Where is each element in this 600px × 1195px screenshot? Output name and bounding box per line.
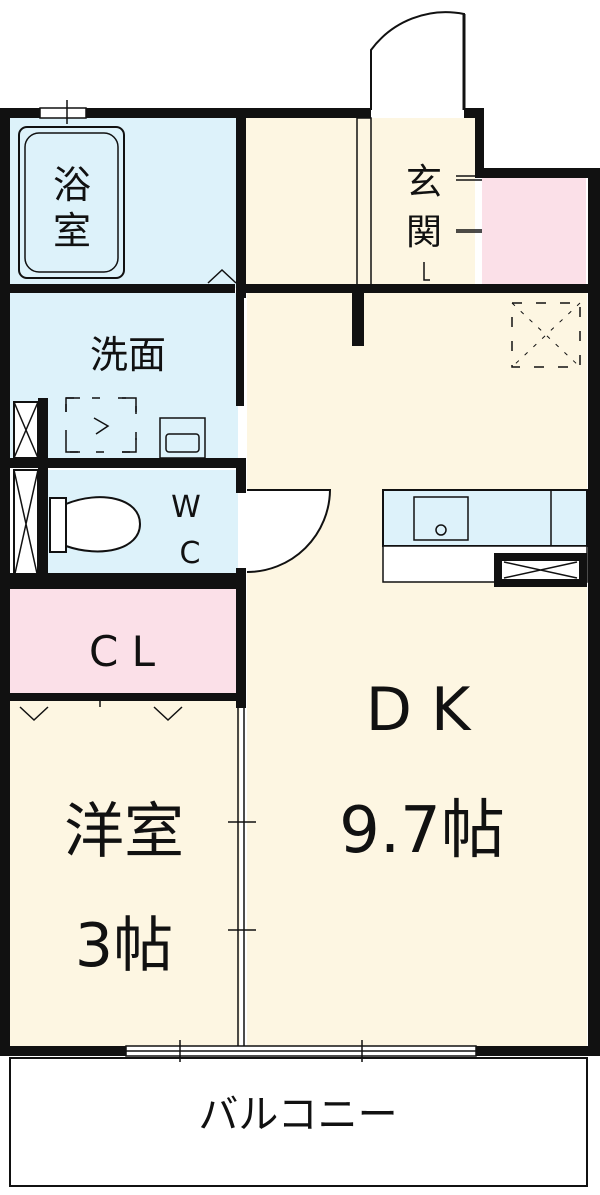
entrance-label-line2: 関 bbox=[406, 212, 442, 253]
pipe-space-1-x bbox=[13, 401, 39, 459]
bath-label-line1: 浴 bbox=[53, 163, 91, 207]
ceiling-vent-x bbox=[511, 302, 581, 368]
wc-door-swing bbox=[246, 489, 332, 573]
sink-drain bbox=[435, 524, 447, 536]
closet-label: C L bbox=[89, 627, 156, 676]
wash-door-fold bbox=[207, 268, 237, 284]
closet-area bbox=[10, 589, 238, 693]
wc-label-line1: W bbox=[171, 490, 201, 525]
walls bbox=[0, 108, 600, 1056]
pipe-space-2-x bbox=[13, 469, 39, 579]
entrance-label-line1: 玄 bbox=[406, 162, 442, 203]
wash-basin-bowl bbox=[165, 433, 200, 453]
dk-label-line2: 9.7帖 bbox=[339, 794, 505, 868]
dk-area bbox=[247, 293, 587, 1048]
entrance-door-swing bbox=[370, 11, 465, 110]
toilet-bowl bbox=[65, 496, 142, 553]
western-sliding-door bbox=[228, 700, 256, 1046]
kitchen-counter bbox=[382, 489, 588, 547]
washing-machine-corners bbox=[65, 397, 137, 453]
shoe-rack-ticks bbox=[423, 179, 482, 281]
bathtub bbox=[18, 126, 125, 279]
shoe-closet-area bbox=[482, 176, 586, 284]
wc-label-line2: C bbox=[180, 536, 201, 571]
bath-window-frame bbox=[39, 107, 87, 119]
refrigerator-slot-x bbox=[503, 561, 578, 579]
bath-label-line2: 室 bbox=[53, 209, 91, 253]
western-room-area bbox=[10, 697, 240, 1048]
balcony-window-ticks bbox=[120, 1040, 480, 1062]
western-room-label-line1: 洋室 bbox=[64, 797, 184, 867]
kitchen-sink bbox=[413, 496, 469, 541]
dk-label-line1: D K bbox=[366, 675, 472, 745]
toilet-tank bbox=[49, 497, 67, 553]
washing-machine-space bbox=[65, 397, 137, 453]
bathtub-inner bbox=[24, 132, 119, 273]
balcony-label: バルコニー bbox=[198, 1092, 397, 1138]
western-room-label-line2: 3帖 bbox=[75, 911, 173, 981]
ceiling-vent bbox=[511, 302, 581, 368]
balcony-area bbox=[9, 1057, 588, 1187]
entrance-hall-area bbox=[243, 118, 475, 290]
washroom-label: 洗面 bbox=[90, 333, 166, 377]
